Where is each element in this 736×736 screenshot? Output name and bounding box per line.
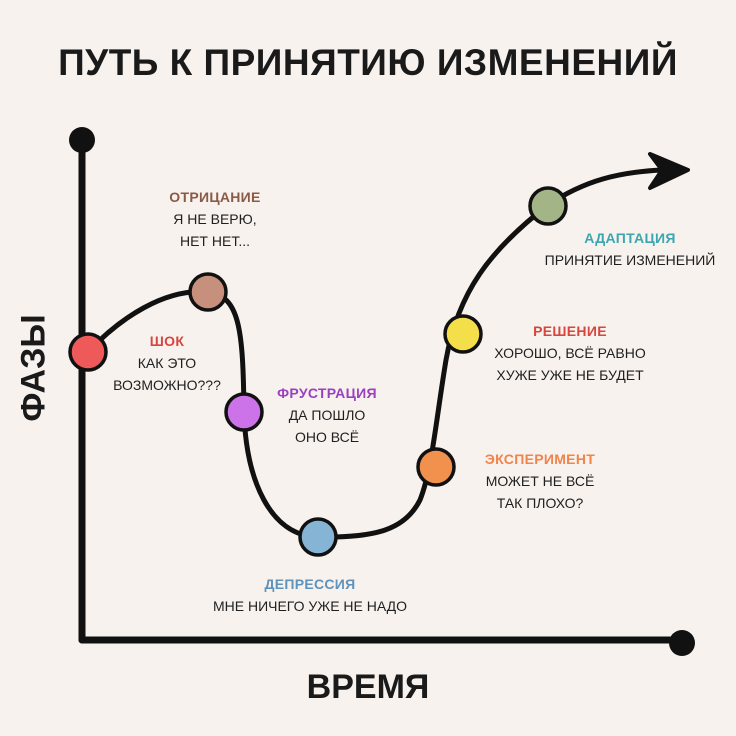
stage-description: ПРИНЯТИЕ ИЗМЕНЕНИЙ: [544, 252, 716, 268]
stage-name: ДЕПРЕССИЯ: [264, 576, 356, 592]
curve-arrow-head: [648, 152, 690, 190]
stage-dot-shock: [68, 332, 108, 372]
x-axis-label: ВРЕМЯ: [306, 668, 430, 706]
stage-dot-denial: [188, 272, 228, 312]
x-axis-end-dot: [669, 630, 695, 656]
stage-name: РЕШЕНИЕ: [533, 323, 607, 339]
stage-description: МНЕ НИЧЕГО УЖЕ НЕ НАДО: [212, 598, 408, 614]
stage-name: ЭКСПЕРИМЕНТ: [484, 451, 596, 467]
stage-experiment-label: ЭКСПЕРИМЕНТ МОЖЕТ НЕ ВСЁ ТАК ПЛОХО?: [465, 448, 615, 514]
stage-adaptation-label: АДАПТАЦИЯ ПРИНЯТИЕ ИЗМЕНЕНИЙ: [530, 227, 730, 271]
stage-description: Я НЕ ВЕРЮ, НЕТ НЕТ...: [173, 211, 257, 249]
stage-description: КАК ЭТО ВОЗМОЖНО???: [113, 355, 221, 393]
stage-dot-decision: [443, 314, 483, 354]
stage-name: ОТРИЦАНИЕ: [169, 189, 261, 205]
stage-description: ХОРОШО, ВСЁ РАВНО ХУЖЕ УЖЕ НЕ БУДЕТ: [494, 345, 646, 383]
stage-decision-label: РЕШЕНИЕ ХОРОШО, ВСЁ РАВНО ХУЖЕ УЖЕ НЕ БУ…: [480, 320, 660, 386]
stage-description: ДА ПОШЛО ОНО ВСЁ: [288, 407, 366, 445]
stage-shock-label: ШОК КАК ЭТО ВОЗМОЖНО???: [107, 330, 227, 396]
stage-dot-depression: [298, 517, 338, 557]
y-axis-end-dot: [69, 127, 95, 153]
stage-dot-adaptation: [528, 186, 568, 226]
stage-dot-experiment: [416, 447, 456, 487]
stage-denial-label: ОТРИЦАНИЕ Я НЕ ВЕРЮ, НЕТ НЕТ...: [150, 186, 280, 252]
page-title: ПУТЬ К ПРИНЯТИЮ ИЗМЕНЕНИЙ: [58, 42, 678, 83]
stage-name: ШОК: [149, 333, 185, 349]
stage-depression-label: ДЕПРЕССИЯ МНЕ НИЧЕГО УЖЕ НЕ НАДО: [190, 573, 430, 617]
stage-name: АДАПТАЦИЯ: [584, 230, 676, 246]
stage-dot-frustration: [224, 392, 264, 432]
y-axis-label: ФАЗЫ: [14, 314, 53, 422]
stage-frustration-label: ФРУСТРАЦИЯ ДА ПОШЛО ОНО ВСЁ: [262, 382, 392, 448]
stage-name: ФРУСТРАЦИЯ: [277, 385, 377, 401]
stage-description: МОЖЕТ НЕ ВСЁ ТАК ПЛОХО?: [485, 473, 595, 511]
